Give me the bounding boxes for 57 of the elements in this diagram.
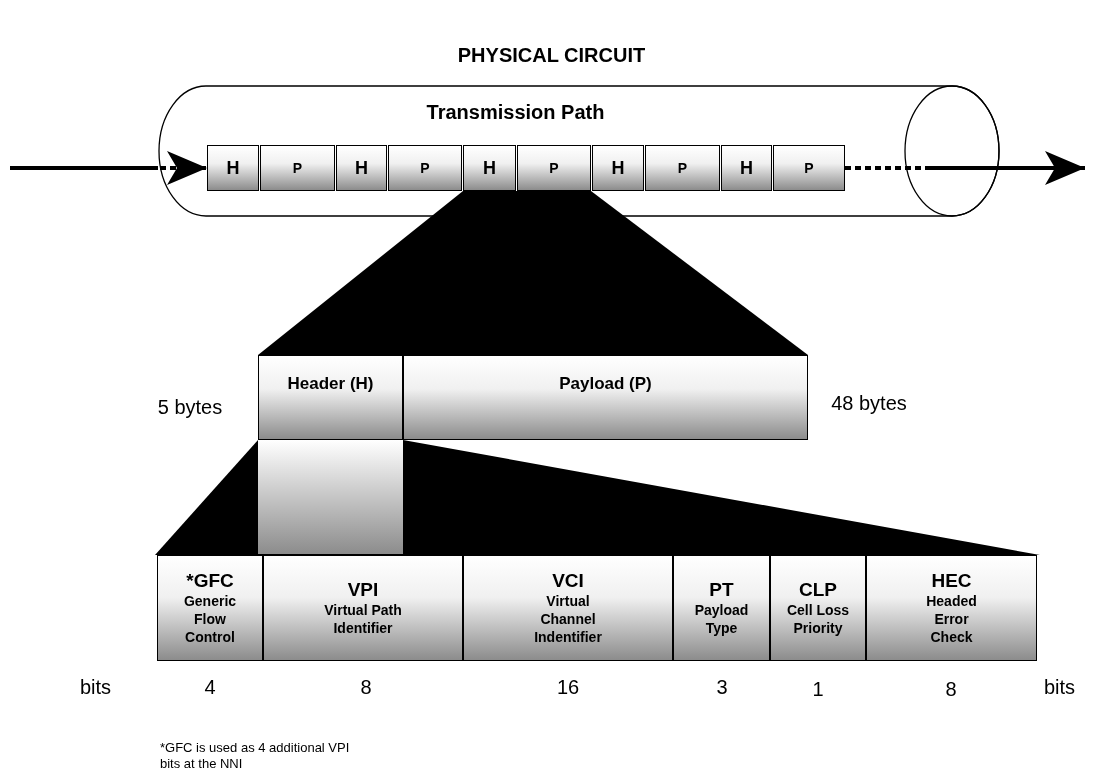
cell-letter: P — [677, 160, 688, 176]
field-name: PT — [709, 579, 734, 601]
bit-count: 1 — [811, 678, 825, 701]
arrow — [845, 151, 1085, 185]
field-description: Virtual Channel Indentifier — [533, 592, 603, 646]
field-name: VCI — [552, 570, 584, 592]
cell-letter: H — [611, 157, 625, 179]
bit-count: 3 — [715, 676, 729, 699]
field-name: VPI — [347, 579, 379, 601]
field-box — [866, 555, 1037, 661]
cell-box — [773, 145, 845, 191]
cell-letter: H — [740, 157, 753, 179]
bit-count: 8 — [944, 678, 958, 701]
field-box — [463, 555, 673, 661]
field-box — [263, 555, 463, 661]
field-box — [157, 555, 263, 661]
cell-letter: H — [226, 157, 240, 179]
footnote: *GFC is used as 4 additional VPI bits at the NNI — [160, 740, 351, 772]
cell-letter: H — [355, 157, 368, 179]
size-note: 5 bytes — [156, 396, 224, 419]
field-description: Generic Flow Control — [182, 592, 238, 646]
cell-box — [592, 145, 644, 191]
bit-count: 4 — [203, 676, 217, 699]
field-description: Virtual Path Identifier — [323, 601, 403, 637]
field-name: HEC — [931, 570, 972, 592]
cell-box — [721, 145, 772, 191]
size-note: 48 bytes — [830, 392, 908, 415]
cell-letter: P — [292, 160, 303, 176]
path-title: Transmission Path — [425, 101, 606, 124]
unit-label: bits — [80, 676, 113, 699]
cell-letter: P — [804, 160, 814, 176]
field-box — [770, 555, 866, 661]
field-description: Payload Type — [693, 601, 750, 637]
payload-box — [403, 355, 808, 440]
cell-letter: H — [483, 157, 496, 179]
cell-box — [260, 145, 335, 191]
box-heading: Payload (P) — [559, 374, 652, 394]
cell-box — [388, 145, 462, 191]
field-description: Headed Error Check — [925, 592, 978, 646]
field-box — [673, 555, 770, 661]
field-name: CLP — [799, 579, 837, 601]
cell-box — [207, 145, 259, 191]
bit-count: 8 — [359, 676, 373, 699]
field-description: Cell Loss Priority — [785, 601, 851, 637]
cell-box — [463, 145, 516, 191]
header-box — [258, 355, 403, 440]
cell-box — [645, 145, 720, 191]
cell-letter: P — [420, 160, 430, 176]
box-heading: Header (H) — [287, 374, 374, 394]
unit-label: bits — [1044, 676, 1077, 699]
arrow — [10, 151, 207, 185]
cell-letter: P — [549, 160, 559, 176]
bit-count: 16 — [555, 676, 581, 699]
cell-box — [336, 145, 387, 191]
title: PHYSICAL CIRCUIT — [456, 44, 647, 67]
cell-box — [517, 145, 591, 191]
field-name: *GFC — [186, 570, 234, 592]
